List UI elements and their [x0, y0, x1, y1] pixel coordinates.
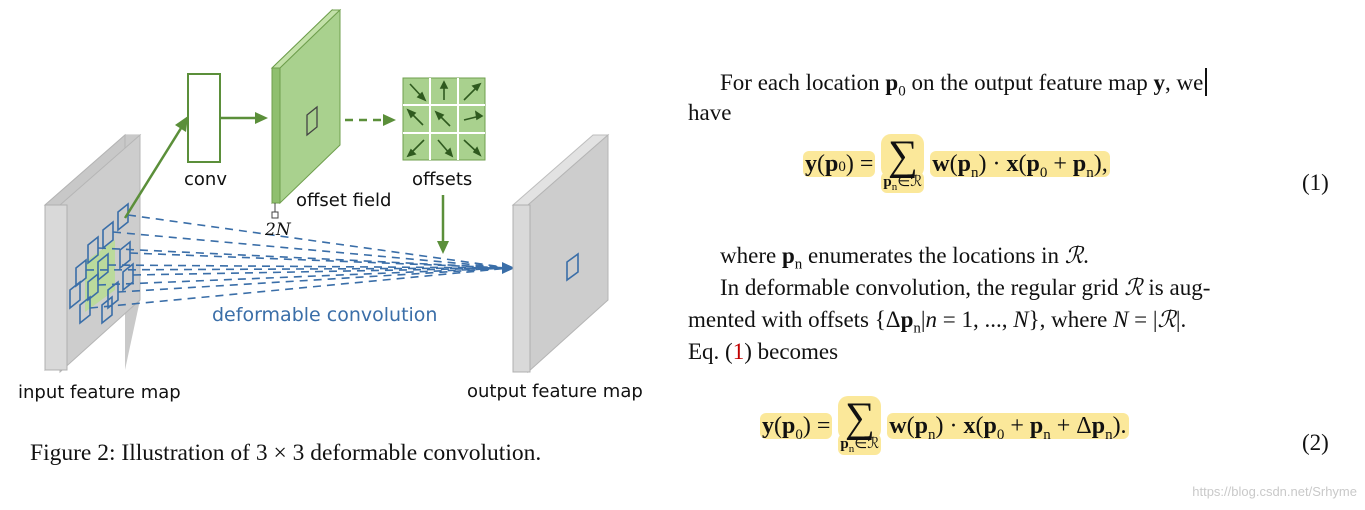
conv-to-offset-arrow: [220, 112, 268, 124]
output-feature-map-label: output feature map: [467, 381, 643, 402]
sampling-rays: [85, 214, 511, 309]
two-n-label: 2N: [264, 220, 292, 240]
para2-line1: In deformable convolution, the regular g…: [720, 275, 1211, 300]
offset-field-label: offset field: [296, 190, 391, 211]
offsets-down-arrow: [437, 195, 449, 254]
eq1-ref-link[interactable]: 1: [732, 339, 745, 364]
conv-label: conv: [184, 169, 227, 190]
offsets-grid: [402, 77, 486, 161]
offset-field: [270, 8, 342, 219]
para3-line: Eq. (1) becomes: [688, 339, 839, 364]
watermark: https://blog.csdn.net/Srhyme: [1192, 484, 1357, 499]
where-line: where pn enumerates the locations in ℛ.: [720, 243, 1089, 273]
deformable-conv-diagram: conv offset field 2N: [18, 8, 643, 403]
input-feature-map: [43, 133, 142, 374]
offset-to-offsets-arrow: [345, 114, 396, 126]
deformable-convolution-label: deformable convolution: [212, 304, 437, 326]
input-to-conv-arrow: [123, 116, 188, 219]
figure-caption: Figure 2: Illustration of 3 × 3 deformab…: [30, 440, 542, 466]
equation-2-number: (2): [1302, 430, 1329, 455]
conv-box: [187, 73, 221, 163]
equation-1-number: (1): [1302, 170, 1329, 195]
ray-arrowhead: [502, 262, 515, 274]
equation-2: y(p0) = ∑ pn∈ℛ w(pn) · x(p0 + pn + Δpn).: [760, 395, 1129, 455]
text-cursor: [1205, 68, 1207, 96]
para2-line2: mented with offsets {Δpn|n = 1, ..., N},…: [688, 307, 1187, 337]
para1-line1: For each location p0 on the output featu…: [720, 68, 1207, 101]
equation-1: y(p0) = ∑ pn∈ℛ w(pn) · x(p0 + pn),: [803, 133, 1110, 193]
offsets-label: offsets: [412, 169, 472, 190]
para1-line2: have: [688, 100, 732, 125]
input-feature-map-label: input feature map: [18, 382, 181, 403]
output-feature-map: [511, 133, 610, 374]
